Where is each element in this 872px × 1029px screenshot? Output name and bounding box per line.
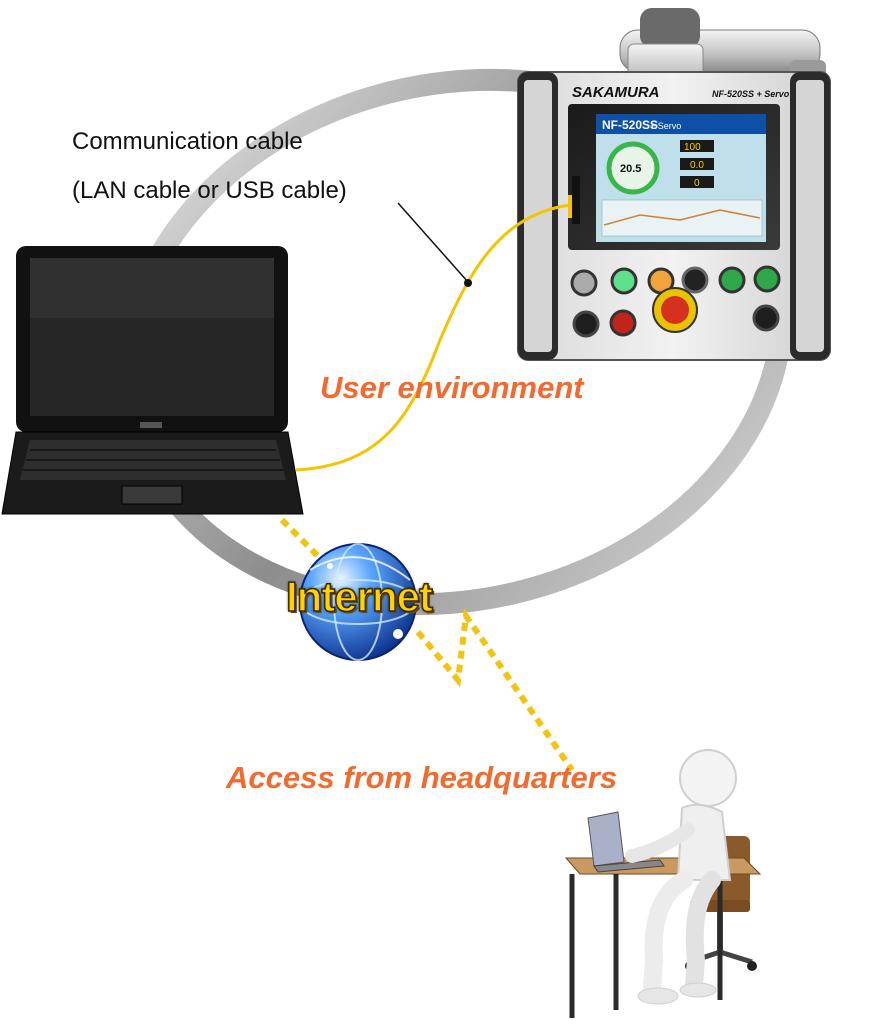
- cable-label-line1: Communication cable: [72, 128, 303, 155]
- headquarters-worker: [564, 749, 762, 1018]
- internet-label: Internet: [285, 572, 434, 621]
- controller-model: NF-520SS + Servo: [712, 89, 790, 99]
- cable-callout-line: [397, 202, 469, 283]
- user-environment-label: User environment: [320, 370, 584, 405]
- screen-title: NF-520SS: [602, 118, 658, 132]
- green-lamp: [610, 267, 638, 295]
- screen-value-2: 0.0: [690, 160, 704, 171]
- screen-subtitle: + Servo: [650, 121, 681, 131]
- green-button-1: [718, 266, 746, 294]
- cable-callout-dot: [464, 279, 472, 287]
- usb-port: [572, 176, 580, 224]
- dotted-link-internet-hq: [415, 607, 575, 772]
- screen-gauge: [606, 141, 660, 195]
- screen-readout: 20.5: [620, 163, 641, 175]
- dotted-link-laptop-internet: [279, 517, 325, 563]
- internet-globe: [299, 543, 417, 661]
- green-button-2: [753, 265, 781, 293]
- controller-panel: SAKAMURA NF-520SS + Servo NF-520SS + Ser…: [517, 71, 831, 361]
- black-button-1: [572, 310, 600, 338]
- selector-knob: [681, 266, 709, 294]
- controller-brand: SAKAMURA: [572, 84, 660, 101]
- access-from-headquarters-label: Access from headquarters: [226, 760, 618, 795]
- black-button-2: [752, 304, 780, 332]
- screen-value-1: 100: [684, 142, 701, 153]
- screen-value-3: 0: [694, 178, 700, 189]
- laptop: [1, 246, 304, 515]
- red-button: [609, 309, 637, 337]
- communication-cable: [295, 203, 571, 472]
- cable-label-line2: (LAN cable or USB cable): [72, 177, 347, 204]
- key-switch: [570, 269, 598, 297]
